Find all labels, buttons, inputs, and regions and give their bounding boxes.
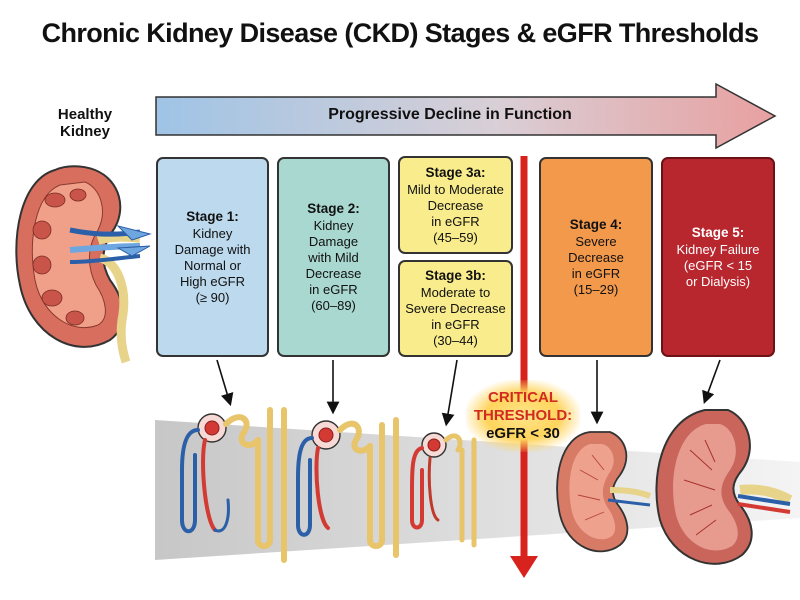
stage-3b-box: Stage 3b: Moderate to Severe Decrease in… xyxy=(398,260,513,357)
progression-label: Progressive Decline in Function xyxy=(328,106,572,123)
critical-threshold-arrowhead xyxy=(510,556,538,578)
stage-3a-box: Stage 3a: Mild to Moderate Decrease in e… xyxy=(398,156,513,254)
stage-4-description: Severe Decrease in eGFR (15–29) xyxy=(568,233,624,297)
failed-kidney-stage-5 xyxy=(655,409,793,565)
critical-line-3: eGFR < 30 xyxy=(486,425,560,442)
critical-threshold-callout: CRITICAL THRESHOLD: eGFR < 30 xyxy=(466,380,580,452)
stage-1-box: Stage 1: Kidney Damage with Normal or Hi… xyxy=(156,157,269,357)
healthy-kidney-illustration xyxy=(15,165,152,364)
stage-3b-name: Stage 3b: xyxy=(425,268,486,283)
critical-line-1: CRITICAL xyxy=(488,389,558,406)
damaged-kidney-stage-4 xyxy=(556,431,652,553)
stage-5-description: Kidney Failure (eGFR < 15 or Dialysis) xyxy=(676,241,760,289)
stage-2-box: Stage 2: Kidney Damage with Mild Decreas… xyxy=(277,157,390,357)
nephron-illustration-stage-3 xyxy=(410,432,477,548)
page-title: Chronic Kidney Disease (CKD) Stages & eG… xyxy=(41,18,759,48)
stage-2-description: Kidney Damage with Mild Decrease in eGFR… xyxy=(305,217,362,313)
stage-5-name: Stage 5: xyxy=(691,224,745,240)
nephron-illustration-stage-1 xyxy=(180,407,287,563)
stage-3a-description: Mild to Moderate Decrease in eGFR (45–59… xyxy=(407,181,504,245)
stage-2-name: Stage 2: xyxy=(307,200,360,216)
stage-4-box: Stage 4: Severe Decrease in eGFR (15–29) xyxy=(539,157,653,357)
stage-1-description: Kidney Damage with Normal or High eGFR (… xyxy=(174,225,251,305)
healthy-kidney-label: Healthy Kidney xyxy=(57,106,113,140)
critical-line-2: THRESHOLD: xyxy=(473,407,573,424)
stage-3b-description: Moderate to Severe Decrease in eGFR (30–… xyxy=(405,285,506,348)
progression-arrow xyxy=(155,82,777,150)
stage-4-name: Stage 4: xyxy=(569,216,623,232)
stage-5-box: Stage 5: Kidney Failure (eGFR < 15 or Di… xyxy=(661,157,775,357)
stage-1-name: Stage 1: xyxy=(186,208,239,224)
nephron-illustration-stage-2 xyxy=(296,417,399,558)
stage-3a-name: Stage 3a: xyxy=(425,164,486,180)
